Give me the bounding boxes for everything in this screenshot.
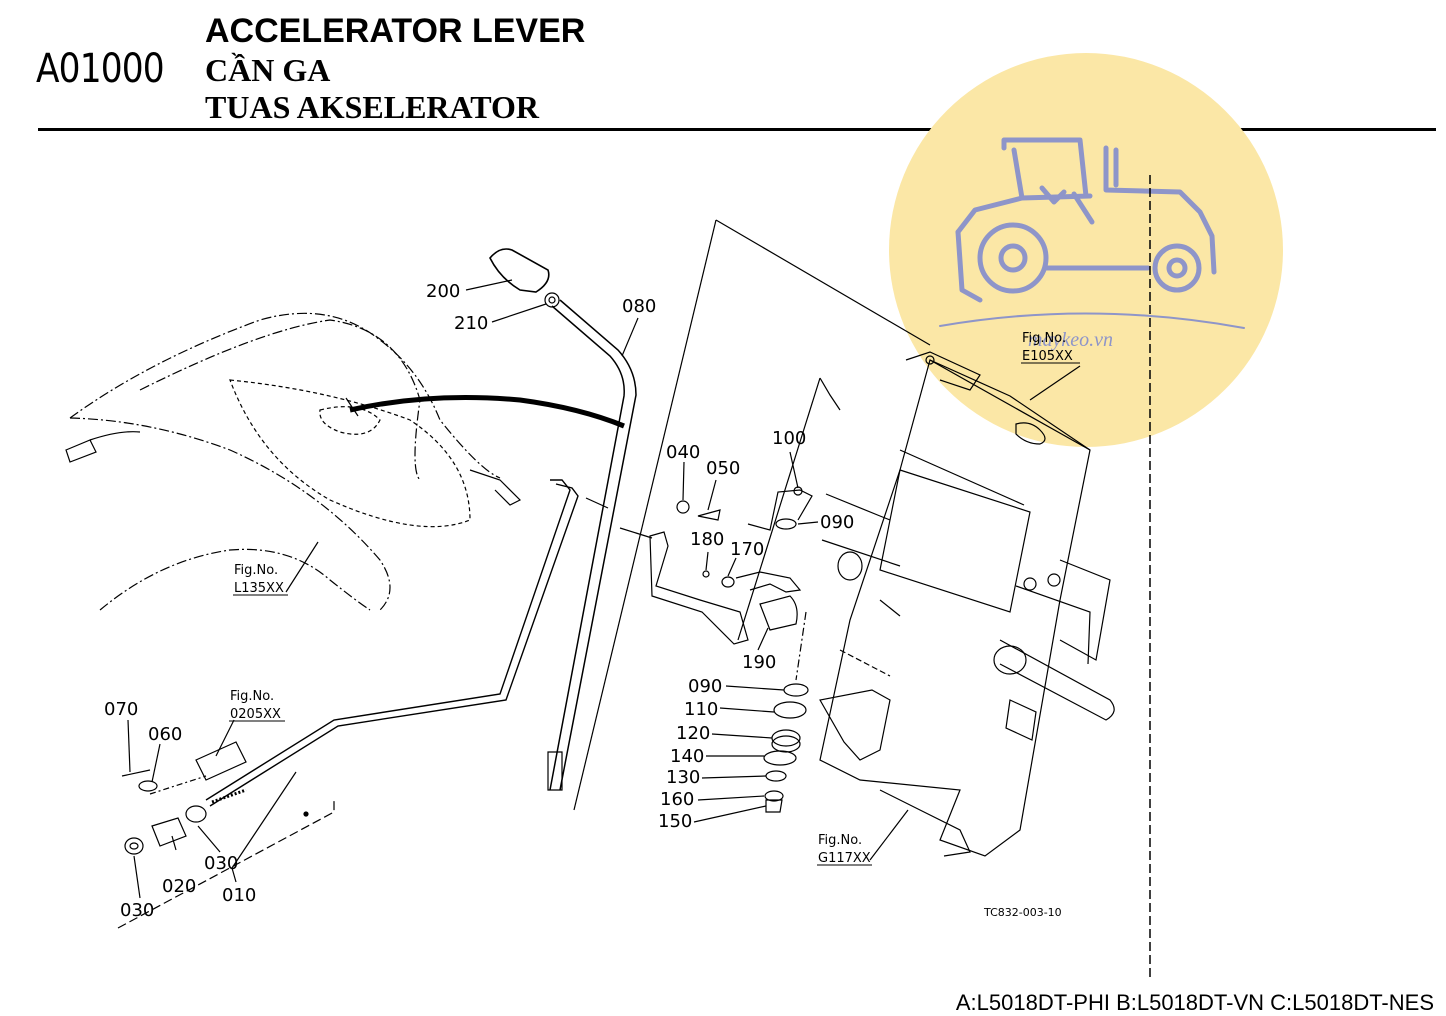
fig-ref-l135-code: L135XX [234,581,284,596]
part-label-050: 050 [706,458,740,479]
part-label-090-bottom: 090 [688,676,722,697]
part-label-150: 150 [658,811,692,832]
drawing-ref-code: TC832-003-10 [983,906,1062,919]
part-label-060: 060 [148,724,182,745]
fig-ref-g117-code: G117XX [818,851,871,866]
title-indonesian: TUAS AKSELERATOR [205,89,540,125]
part-label-120: 120 [676,723,710,744]
fig-ref-e105-code: E105XX [1022,349,1073,364]
part-label-210: 210 [454,313,488,334]
fig-ref-0205-code: 0205XX [230,707,281,722]
title-english: ACCELERATOR LEVER [205,12,586,50]
part-label-130: 130 [666,767,700,788]
watermark-text: maykeo.vn [1028,329,1113,351]
fig-ref-e105-label: Fig.No. [1022,331,1066,346]
part-label-140: 140 [670,746,704,767]
fig-ref-g117-label: Fig.No. [818,833,862,848]
part-label-010: 010 [222,885,256,906]
part-label-030-left: 030 [120,900,154,921]
tractor-icon [939,137,1245,329]
part-label-170: 170 [730,539,764,560]
part-label-080: 080 [622,296,656,317]
part-label-030-right: 030 [204,853,238,874]
part-label-070: 070 [104,699,138,720]
diagram-code: A01000 [36,46,165,92]
part-label-110: 110 [684,699,718,720]
watermark-circle [889,53,1283,447]
part-label-090-top: 090 [820,512,854,533]
fig-ref-l135-label: Fig.No. [234,563,278,578]
model-list-footer: A:L5018DT-PHI B:L5018DT-VN C:L5018DT-NES [955,990,1434,1015]
line-art [65,219,1115,929]
part-label-020: 020 [162,876,196,897]
part-label-100: 100 [772,428,806,449]
part-label-160: 160 [660,789,694,810]
header-rule [38,128,1436,131]
fig-ref-0205-label: Fig.No. [230,689,274,704]
part-label-200: 200 [426,281,460,302]
title-vietnamese: CẦN GA [205,52,331,88]
part-label-180: 180 [690,529,724,550]
watermark-logo [889,53,1283,447]
part-label-190: 190 [742,652,776,673]
part-label-040: 040 [666,442,700,463]
